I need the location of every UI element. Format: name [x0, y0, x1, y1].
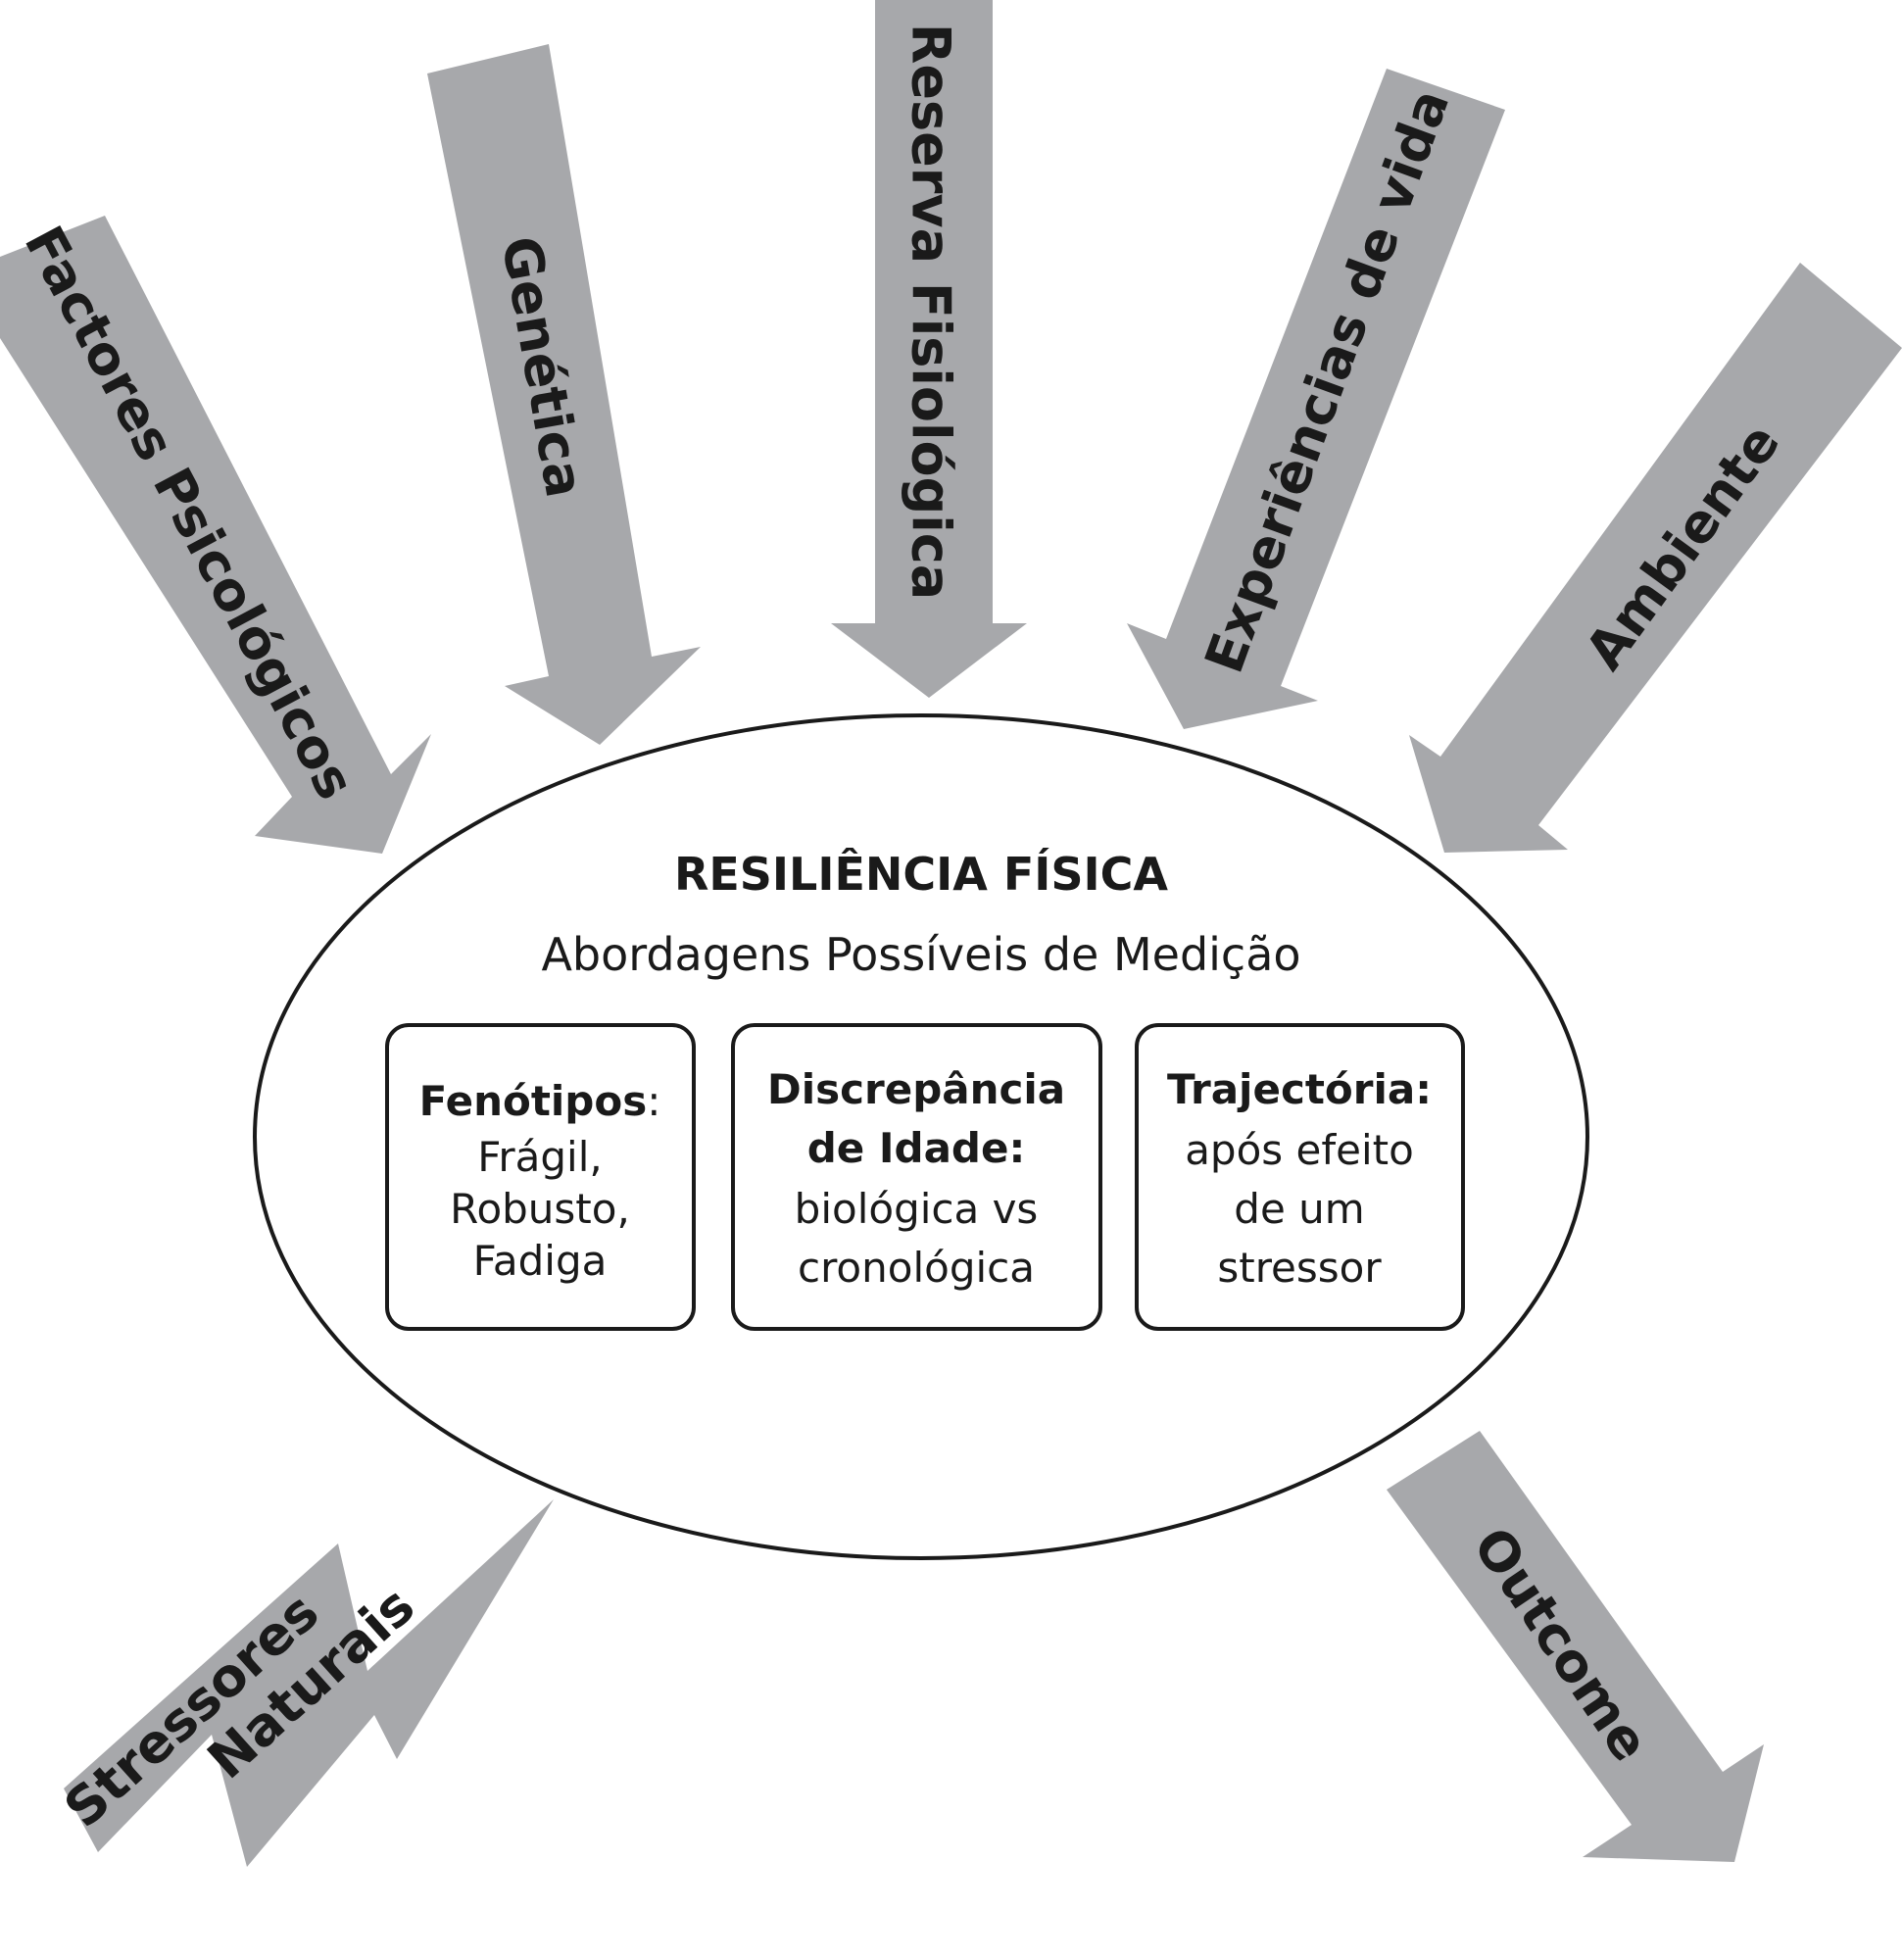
box-discrepancia-head-1: Discrepância: [767, 1065, 1065, 1113]
box-trajectoria: [1135, 1023, 1465, 1331]
box-discrepancia-head-2: de Idade:: [807, 1124, 1026, 1172]
center-subtitle: Abordagens Possíveis de Medição: [541, 928, 1300, 981]
arrow-genetica: [427, 44, 701, 745]
arrow-outcome: [1387, 1431, 1764, 1862]
label-experiencias-de-vida: Experiências de vida: [1193, 81, 1461, 681]
box-fenotipos-line-3: Fadiga: [473, 1237, 608, 1285]
box-discrepancia-line-1: biológica vs: [795, 1185, 1039, 1233]
box-trajectoria-line-3: stressor: [1217, 1244, 1382, 1292]
arrow-ambiente: [1409, 263, 1902, 853]
box-trajectoria-head: Trajectória:: [1167, 1065, 1432, 1113]
label-factores-psicologicos: Factores Psicológicos: [13, 217, 367, 809]
box-fenotipos-line-2: Robusto,: [450, 1185, 630, 1233]
box-fenotipos: [385, 1023, 696, 1331]
box-fenotipos-line-1: Frágil,: [477, 1133, 602, 1181]
arrow-factores-psicologicos: [0, 216, 431, 854]
box-trajectoria-line-2: de um: [1234, 1185, 1364, 1233]
box-fenotipos-heading: Fenótipos:: [419, 1077, 661, 1125]
center-title: RESILIÊNCIA FÍSICA: [674, 848, 1168, 901]
box-trajectoria-line-1: após efeito: [1185, 1126, 1414, 1174]
arrow-reserva-fisiologica: [831, 0, 1027, 698]
label-reserva-fisiologica: Reserva Fisiológica: [900, 24, 961, 600]
box-fenotipos-head-suffix: :: [647, 1077, 660, 1125]
box-discrepancia-line-2: cronológica: [798, 1244, 1035, 1292]
box-discrepancia: [731, 1023, 1102, 1331]
box-fenotipos-head: Fenótipos: [419, 1077, 648, 1125]
arrow-experiencias-de-vida: [1127, 69, 1505, 729]
arrow-stressores-naturais: [64, 1499, 554, 1867]
